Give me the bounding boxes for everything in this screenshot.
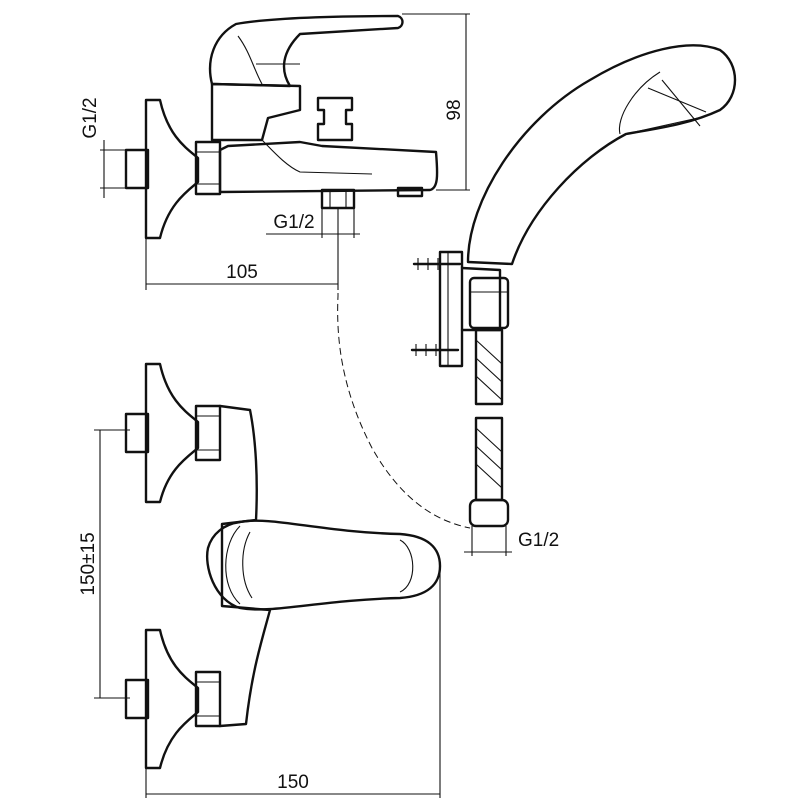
side-inlet-nipple bbox=[124, 148, 150, 190]
dim-g12-hose-label: G1/2 bbox=[518, 530, 559, 551]
side-diverter-knob bbox=[316, 96, 354, 142]
dim-150: 150 bbox=[145, 566, 441, 798]
screw-upper bbox=[412, 258, 462, 270]
dim-g12-hose: G1/2 bbox=[464, 526, 559, 556]
side-lever-handle bbox=[208, 14, 404, 88]
front-lower-nipple bbox=[124, 678, 150, 720]
front-upper-nut bbox=[194, 404, 222, 462]
screw-lower bbox=[410, 344, 460, 356]
dim-g12-inlet-label: G1/2 bbox=[80, 97, 101, 138]
dim-150-label: 150 bbox=[277, 772, 309, 793]
dim-g12-inlet: G1/2 bbox=[80, 97, 130, 198]
side-spout-outlet bbox=[320, 188, 356, 210]
front-lower-flange bbox=[144, 628, 200, 770]
front-upper-flange bbox=[144, 362, 200, 504]
front-upper-nipple bbox=[124, 412, 150, 454]
shower-hose-cone bbox=[468, 276, 510, 330]
dim-98: 98 bbox=[402, 13, 470, 191]
wall-holder-plate bbox=[438, 250, 464, 368]
shower-hose-nut bbox=[468, 498, 510, 528]
front-lever bbox=[206, 519, 442, 611]
dim-150-15: 150±15 bbox=[78, 429, 130, 699]
front-view-mixer bbox=[124, 362, 442, 770]
side-cartridge bbox=[210, 82, 302, 142]
dim-g12-outlet-label: G1/2 bbox=[273, 212, 314, 233]
dim-98-label: 98 bbox=[444, 99, 465, 120]
side-mixer-body bbox=[218, 140, 439, 194]
hand-shower bbox=[410, 44, 737, 528]
dim-150-15-label: 150±15 bbox=[78, 532, 99, 595]
dim-g12-outlet: G1/2 bbox=[266, 208, 360, 238]
shower-hose-lower bbox=[474, 416, 504, 502]
side-aerator bbox=[396, 186, 424, 198]
dim-105-label: 105 bbox=[226, 262, 258, 283]
side-inlet-nut bbox=[194, 140, 222, 196]
side-view-mixer bbox=[124, 14, 439, 240]
hose-connection-line bbox=[337, 238, 471, 529]
front-mixer-body bbox=[218, 404, 272, 728]
shower-head bbox=[466, 44, 737, 266]
shower-hose-upper bbox=[474, 328, 504, 406]
side-wall-flange bbox=[144, 98, 200, 240]
front-lower-nut bbox=[194, 670, 222, 728]
